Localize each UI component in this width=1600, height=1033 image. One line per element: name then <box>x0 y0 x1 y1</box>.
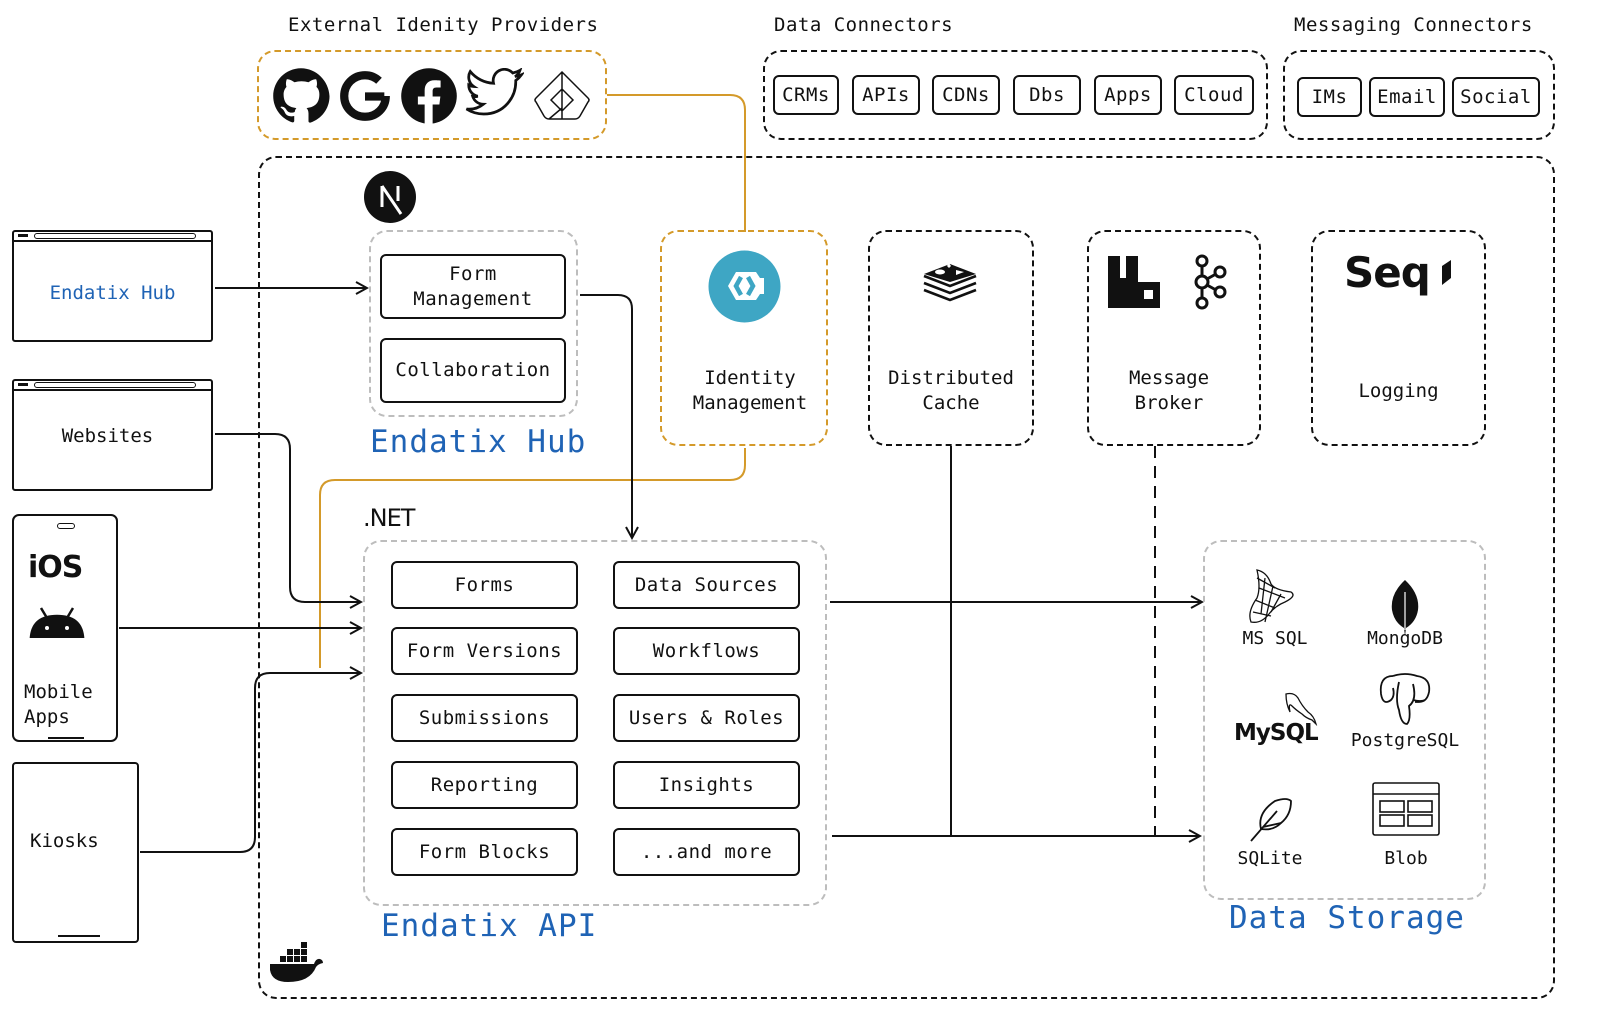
postgresql-icon <box>1379 673 1431 725</box>
api-title: Endatix API <box>381 908 598 944</box>
api-module: Reporting <box>391 761 578 809</box>
cache-label: Distributed Cache <box>866 366 1036 416</box>
connector-ims: IMs <box>1297 77 1362 117</box>
storage-mysql-label: MySQL <box>1234 720 1319 746</box>
docker-icon <box>270 942 323 982</box>
api-module: Form Versions <box>391 627 578 675</box>
address-bar <box>34 233 196 239</box>
redis-icon <box>923 263 977 302</box>
connector-apps: Apps <box>1094 75 1162 115</box>
messaging-connectors-title: Messaging Connectors <box>1294 14 1533 36</box>
client-kiosk-device: Kiosks <box>12 762 139 943</box>
auth-provider-icon <box>534 70 590 120</box>
storage-title: Data Storage <box>1229 900 1465 936</box>
data-connectors-group <box>763 50 1268 140</box>
api-group <box>363 540 827 906</box>
identity-label-2: Management <box>692 392 808 414</box>
mongodb-icon <box>1391 580 1419 636</box>
window-dots-icon <box>18 383 28 386</box>
api-module: Workflows <box>613 627 800 675</box>
window-dots-icon <box>18 234 28 237</box>
client-websites-window: Websites <box>12 379 213 491</box>
client-mobile-device: iOS Mobile Apps <box>12 514 118 742</box>
cache-group <box>868 230 1034 446</box>
kiosks-arrow <box>140 673 361 853</box>
storage-blob-label: Blob <box>1384 848 1428 869</box>
data-connectors-title: Data Connectors <box>774 14 954 36</box>
logging-group <box>1311 230 1486 446</box>
api-module: Form Blocks <box>391 828 578 876</box>
facebook-icon <box>401 68 457 125</box>
api-module: Forms <box>391 561 578 609</box>
identity-label-1: Identity <box>704 367 796 389</box>
client-mobile-label-2: Apps <box>24 706 70 728</box>
storage-group <box>1203 540 1486 900</box>
seq-mark-icon <box>1442 260 1451 285</box>
hub-collaboration: Collaboration <box>380 338 566 403</box>
hub-item-label: Form <box>449 262 497 285</box>
api-module: ...and more <box>613 828 800 876</box>
messaging-connectors-group <box>1283 50 1555 140</box>
broker-label-1: Message <box>1128 367 1210 389</box>
hub-item-label: Management <box>413 287 533 310</box>
connector-social: Social <box>1452 77 1540 117</box>
websites-arrow <box>215 433 361 602</box>
dotnet-logo: .NET <box>363 504 415 532</box>
api-module: Users & Roles <box>613 694 800 742</box>
hub-title: Endatix Hub <box>370 424 587 460</box>
broker-label-2: Broker <box>1134 392 1204 414</box>
storage-mongodb-label: MongoDB <box>1367 628 1443 649</box>
sqlite-feather-icon <box>1250 798 1292 842</box>
mysql-dolphin-icon <box>1285 692 1318 727</box>
twitter-icon <box>465 68 524 116</box>
storage-sqlite-label: SQLite <box>1237 848 1303 869</box>
ios-logo: iOS <box>28 550 83 585</box>
address-bar <box>34 382 196 388</box>
external-identity-title: External Idenity Providers <box>288 14 599 36</box>
cache-label-1: Distributed <box>888 367 1014 389</box>
identity-group <box>660 230 828 446</box>
idp-to-identity-line <box>607 94 746 232</box>
mssql-icon <box>1249 569 1294 623</box>
connector-dbs: Dbs <box>1013 75 1081 115</box>
nextjs-icon <box>364 171 416 223</box>
api-module: Insights <box>613 761 800 809</box>
identity-label: Identity Management <box>660 366 840 416</box>
client-kiosks-label: Kiosks <box>30 830 99 852</box>
github-icon <box>273 68 330 123</box>
api-module: Data Sources <box>613 561 800 609</box>
blob-storage-icon <box>1372 782 1440 836</box>
client-hub-window: Endatix Hub <box>12 230 213 342</box>
logging-label: Logging <box>1358 380 1439 402</box>
connector-crms: CRMs <box>773 75 839 115</box>
kafka-icon <box>1194 254 1227 310</box>
seq-logo: Seq <box>1344 248 1431 297</box>
android-icon <box>29 607 85 638</box>
storage-postgresql-label: PostgreSQL <box>1350 730 1460 751</box>
connector-cloud: Cloud <box>1174 75 1254 115</box>
google-icon <box>340 71 390 121</box>
client-hub-label: Endatix Hub <box>49 282 176 304</box>
connector-email: Email <box>1369 77 1445 117</box>
connector-apis: APIs <box>852 75 920 115</box>
rabbitmq-icon <box>1108 256 1160 308</box>
identity-to-api-line <box>319 448 746 668</box>
client-mobile-label-1: Mobile <box>24 681 93 703</box>
client-websites-label: Websites <box>61 425 154 447</box>
hub-to-api-arrow <box>580 294 632 538</box>
docker-boundary <box>258 156 1555 999</box>
cache-label-2: Cache <box>922 392 980 414</box>
broker-label: Message Broker <box>1084 366 1254 416</box>
hub-group <box>369 230 578 417</box>
keycloak-icon <box>708 250 781 323</box>
hub-form-management: Form Management <box>380 254 566 319</box>
connector-cdns: CDNs <box>932 75 1000 115</box>
api-module: Submissions <box>391 694 578 742</box>
external-identity-group <box>257 50 607 140</box>
broker-group <box>1087 230 1261 446</box>
storage-mssql-label: MS SQL <box>1242 628 1308 649</box>
